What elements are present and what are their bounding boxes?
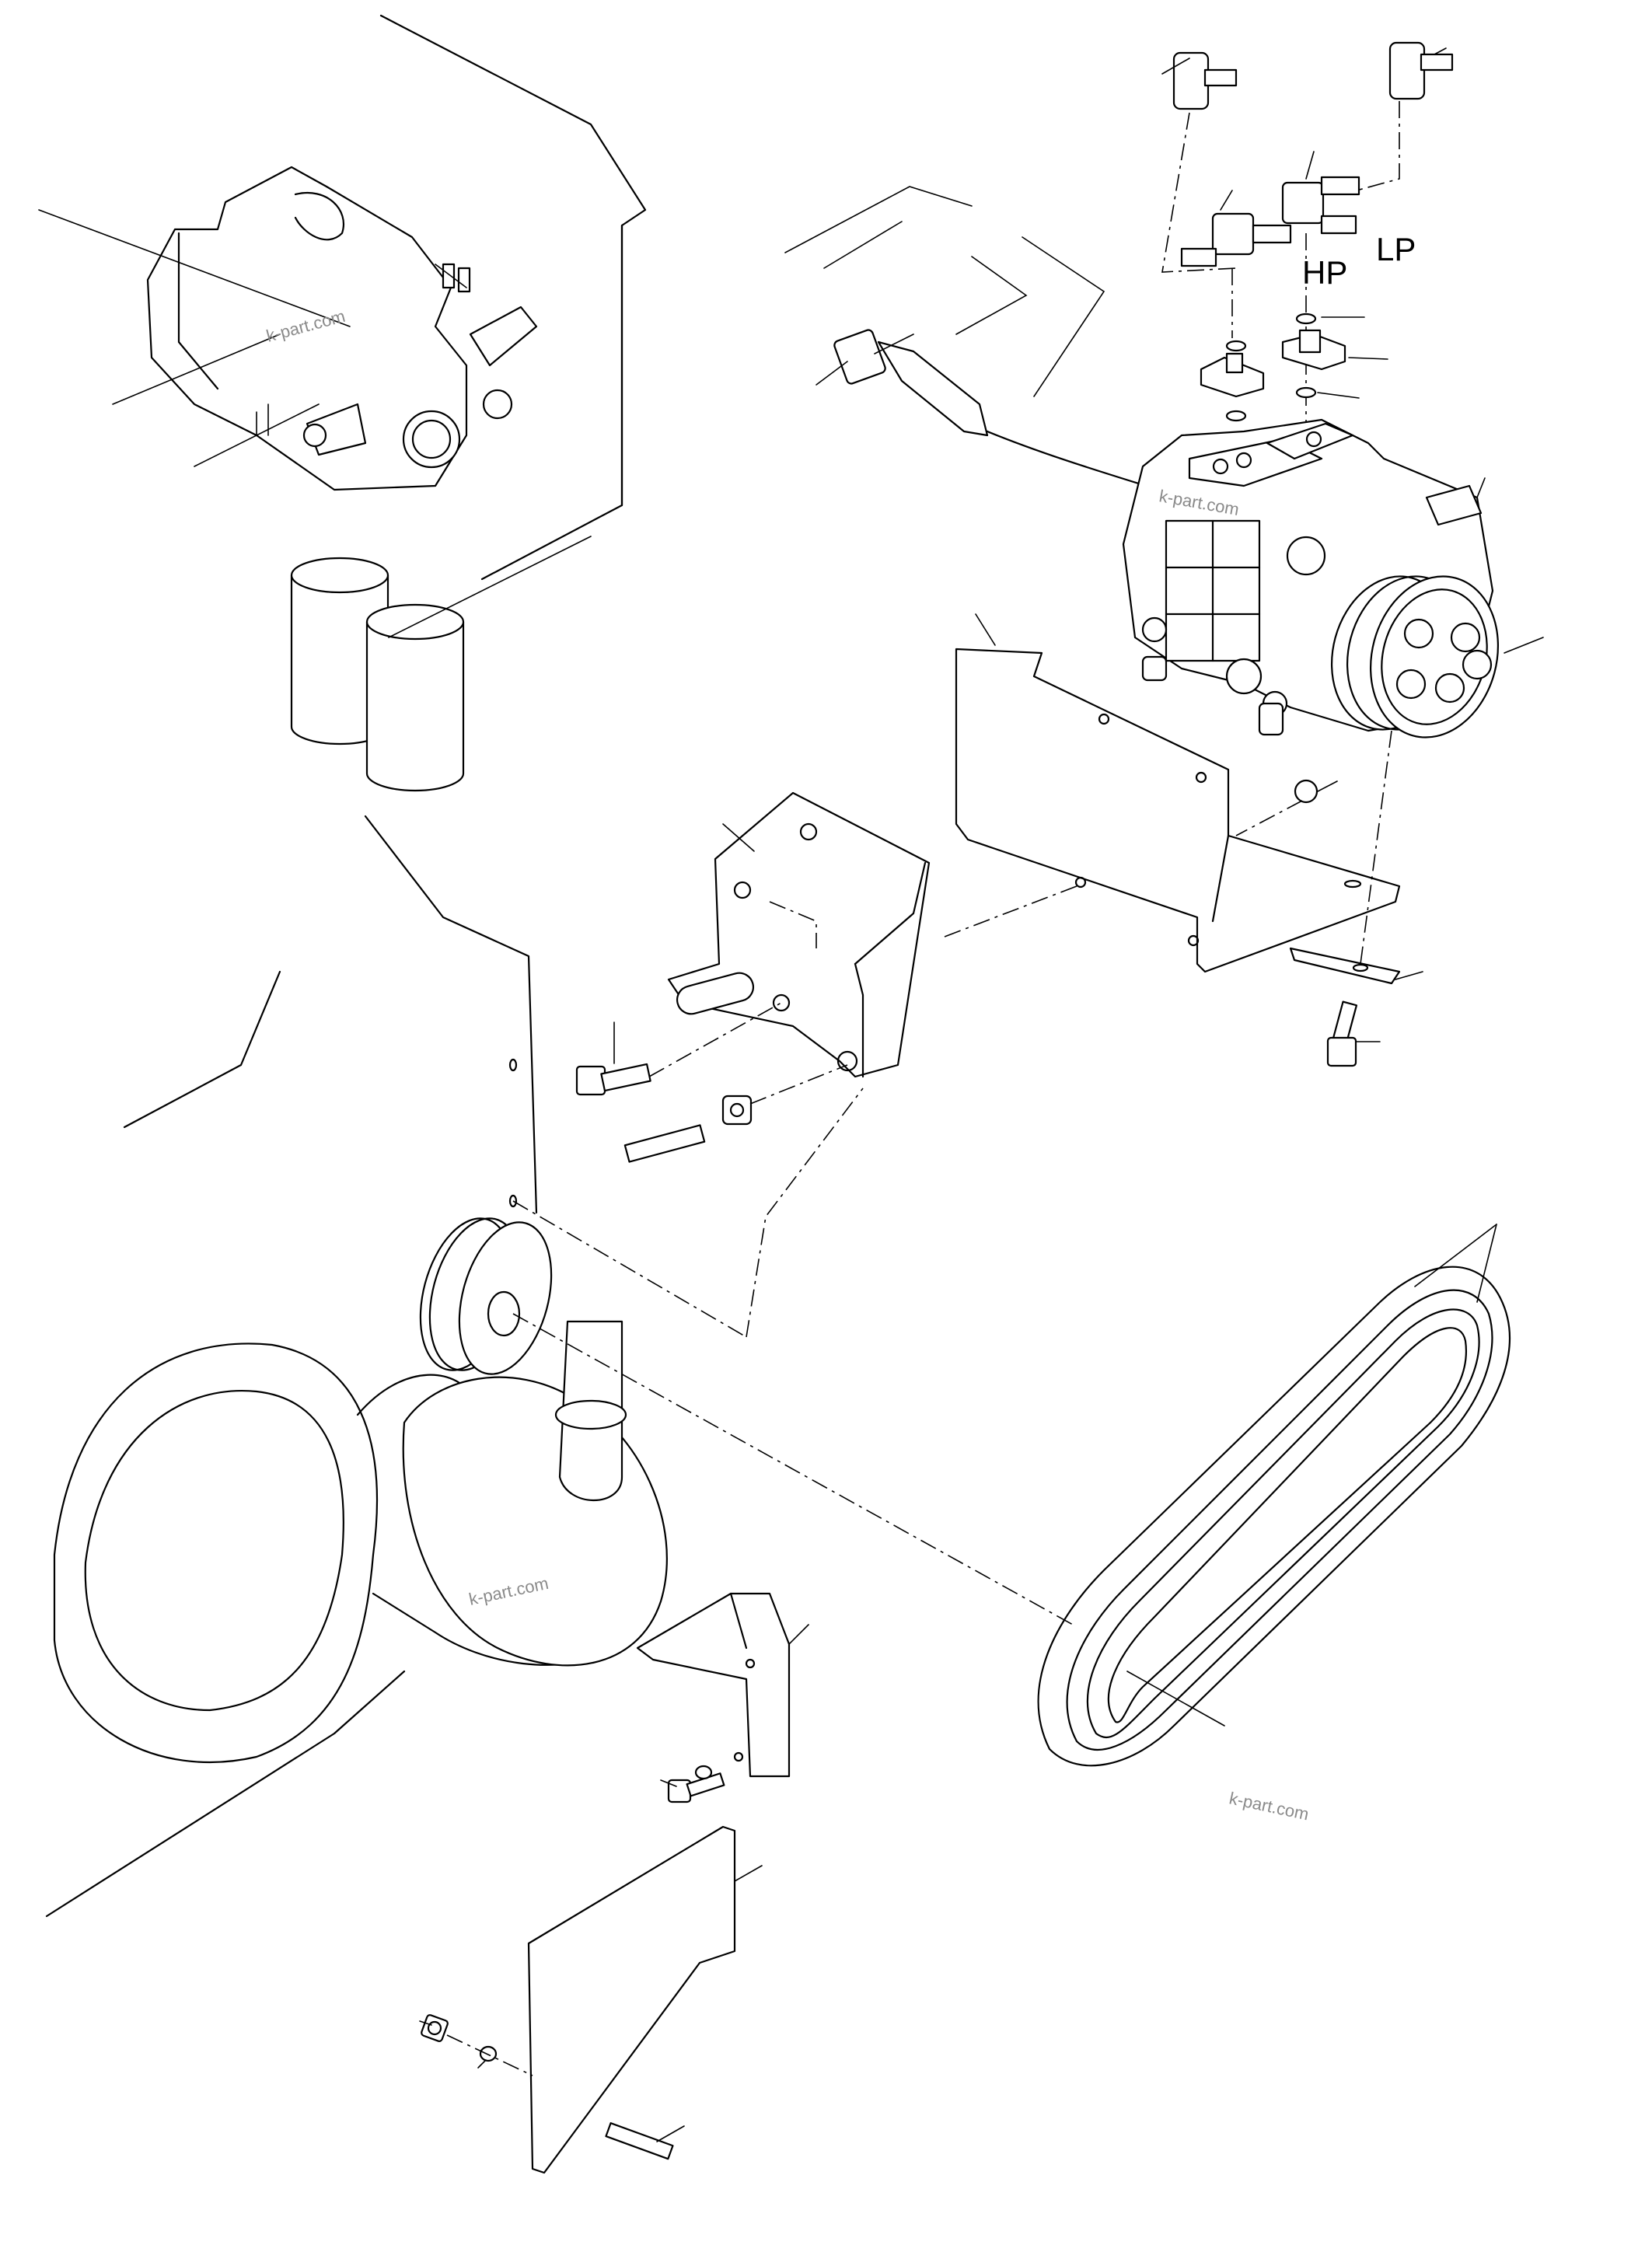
filter-cylinders [290,536,592,792]
belt-guard-plate [419,1825,763,2174]
service-ports [1200,312,1388,422]
plate-hardware [944,730,1423,1067]
dowel-hole [508,1194,518,1208]
guard-bracket [636,1592,809,1803]
mounting-plate [955,613,1401,973]
drive-belt [512,1224,1511,1767]
dowel-hole [508,1058,518,1072]
callout-leaders-left [38,209,467,467]
elbow-fittings [1161,41,1454,110]
injection-pump-assembly [146,166,538,491]
sensor-harness [784,186,1370,546]
compressor-bracket [667,791,931,1078]
flywheel-housing [53,1320,668,1764]
lp-label: LP [1376,231,1416,267]
crank-pulley [419,1088,864,1375]
watermark: k-part.com [1228,1788,1311,1824]
bracket-bolts [575,1002,848,1163]
ac-compressor [1122,418,1544,738]
fitting-dash-lines [1161,101,1400,435]
pressure-switch-hp [1180,190,1292,267]
pressure-switch-lp [1281,151,1360,235]
engine-block-outline [45,14,647,1918]
hp-label: HP [1302,254,1347,291]
